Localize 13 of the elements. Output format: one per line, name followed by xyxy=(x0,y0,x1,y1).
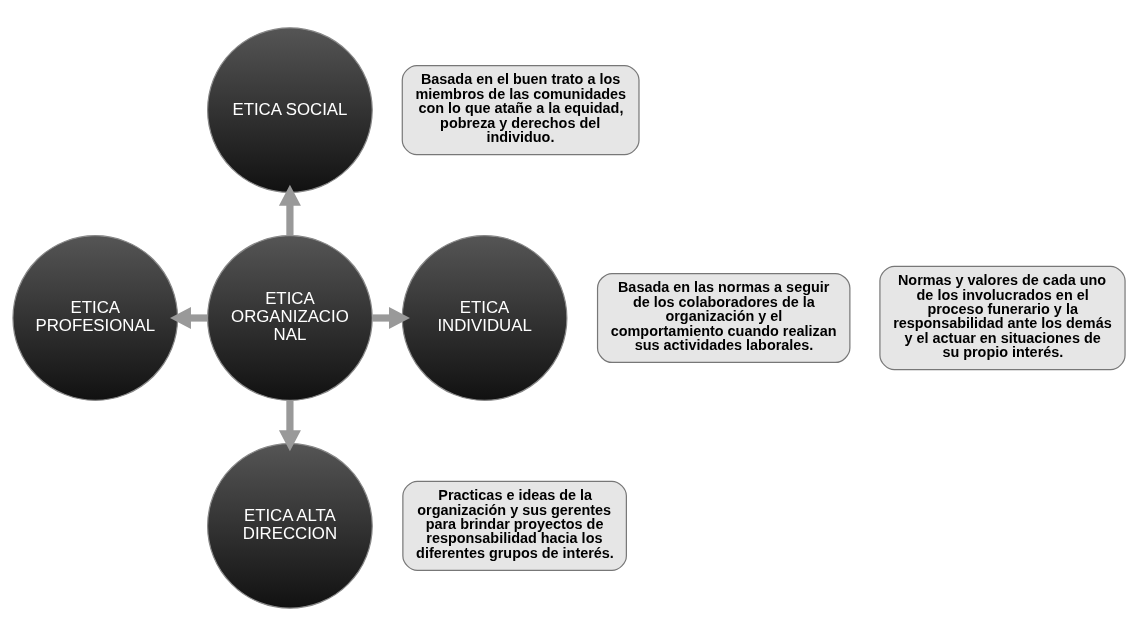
node-circle: ETICA ALTA DIRECCION xyxy=(207,442,373,609)
node-circle: ETICA ORGANIZACIO NAL xyxy=(207,234,373,401)
node-circle: ETICA PROFESIONAL xyxy=(12,234,179,401)
node-circle: ETICA INDIVIDUAL xyxy=(401,234,568,401)
node-box: Normas y valores de cada uno de los involucrados en el proceso funerario y la responsabilidad ante los demás y el actuar en situaciones de su propio interés. xyxy=(879,265,1126,370)
node-box: Basada en las normas a seguir de los colaboradores de la organización y el comportamiento cuando realizan sus actividades laborales. xyxy=(596,272,851,363)
arrow xyxy=(372,306,410,329)
node-circle: ETICA SOCIAL xyxy=(207,26,373,193)
node-box: Basada en el buen trato a los miembros de las comunidades con lo que atañe a la equidad, pobreza y derechos del individuo. xyxy=(401,64,640,155)
arrow xyxy=(278,399,301,451)
arrow xyxy=(170,306,208,329)
node-box: Practicas e ideas de la organización y sus gerentes para brindar proyectos de responsabilidad hacia los diferentes grupos de interés. xyxy=(402,480,627,571)
arrow xyxy=(278,184,301,235)
